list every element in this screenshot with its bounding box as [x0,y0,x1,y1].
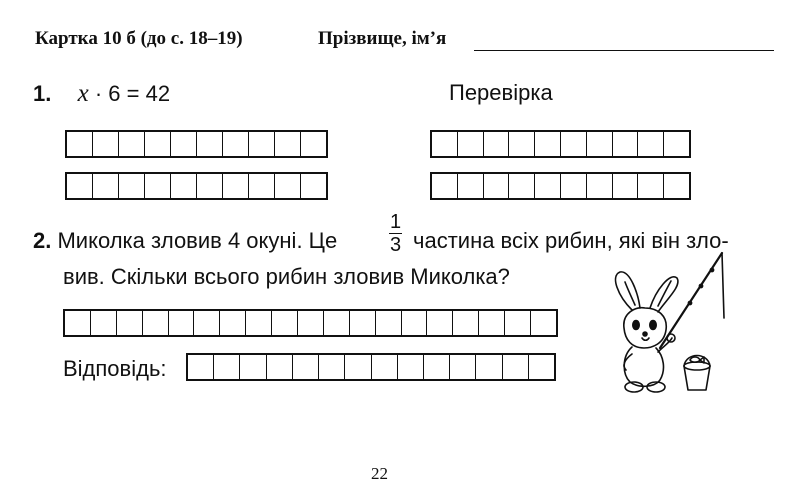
task-2-text-a: Миколка зловив 4 окуні. Це [57,228,338,253]
answer-grid-1a[interactable] [65,130,328,158]
solution-grid[interactable] [63,309,558,337]
check-grid-a[interactable] [430,130,691,158]
name-label: Прізвище, ім’я [318,28,447,49]
page-number: 22 [371,464,388,483]
card-title: Картка 10 б (до с. 18–19) [35,28,243,49]
task-2-text-b: частина всіх рибин, які він зло- [413,228,729,253]
variable-x: x [77,80,89,107]
check-grid-b[interactable] [430,172,691,200]
task-1-number: 1. [33,81,52,106]
fraction-numerator: 1 [389,211,402,233]
name-input-line[interactable] [474,50,774,51]
bunny-fishing-icon [614,251,725,393]
answer-grid-1b[interactable] [65,172,328,200]
answer-grid-2[interactable] [186,353,556,381]
check-label: Перевірка [449,80,553,105]
task-1: 1. x · 6 = 42 [33,80,170,108]
task-2-line-2: вив. Скільки всього рибин зловив Миколка… [63,264,510,289]
fraction-one-third: 1 3 [389,211,402,256]
equation-rest: · 6 = 42 [88,81,171,106]
task-2-number: 2. [33,228,52,253]
task-2-line-1: 2. Миколка зловив 4 окуні. Це [33,228,337,254]
fraction-denominator: 3 [389,234,402,256]
answer-label: Відповідь: [63,356,167,381]
